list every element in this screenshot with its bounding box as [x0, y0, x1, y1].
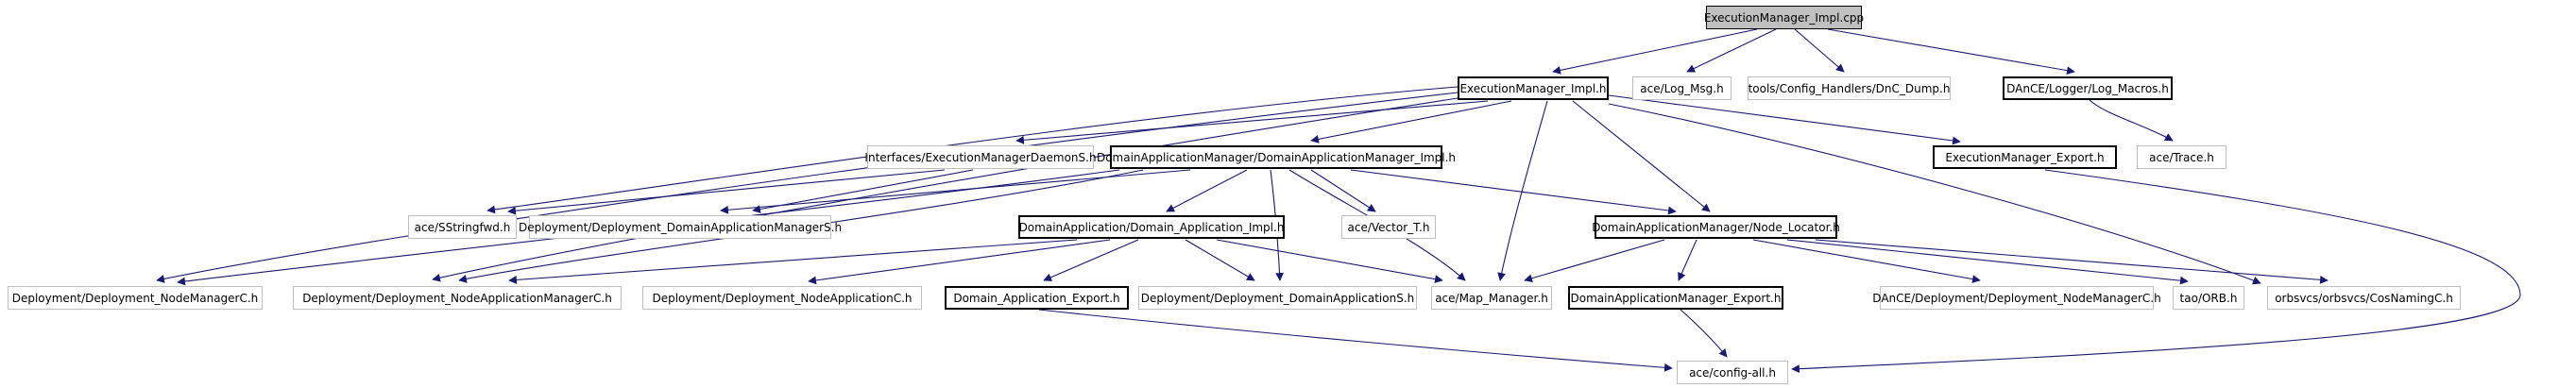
node-orbsvcs-cosnamingc-h[interactable]: orbsvcs/orbsvcs/CosNamingC.h: [2267, 286, 2461, 310]
node-executionmanager-impl-cpp[interactable]: ExecutionManager_Impl.cpp: [1704, 6, 1864, 29]
node-domain-application-impl-h[interactable]: DomainApplication/Domain_Application_Imp…: [1018, 215, 1285, 239]
node-domainapplicationmanager-node-locator-h[interactable]: DomainApplicationManager/Node_Locator.h: [1592, 215, 1840, 239]
node-dance-deployment-nodemanagerc-h[interactable]: DAnCE/Deployment/Deployment_NodeManagerC…: [1872, 286, 2161, 310]
node-ace-sstringfwd-h[interactable]: ace/SStringfwd.h: [408, 215, 517, 239]
node-tao-orb-h[interactable]: tao/ORB.h: [2173, 286, 2244, 310]
node-executionmanager-export-h[interactable]: ExecutionManager_Export.h: [1933, 145, 2117, 169]
node-domain-application-export-h[interactable]: Domain_Application_Export.h: [945, 286, 1129, 310]
node-ace-config-all-h[interactable]: ace/config-all.h: [1677, 361, 1788, 384]
node-deployment-nodemanagerc-h[interactable]: Deployment/Deployment_NodeManagerC.h: [8, 286, 263, 310]
node-dance-logger-log-macros-h[interactable]: DAnCE/Logger/Log_Macros.h: [2003, 76, 2173, 100]
node-deployment-nodeapplicationmanagerc-h[interactable]: Deployment/Deployment_NodeApplicationMan…: [293, 286, 622, 310]
node-domainapplicationmanager-impl-h[interactable]: DomainApplicationManager/DomainApplicati…: [1097, 145, 1456, 169]
node-deployment-domainapplications-h[interactable]: Deployment/Deployment_DomainApplicationS…: [1138, 286, 1417, 310]
node-tools-config-handlers-dnc-dump-h[interactable]: tools/Config_Handlers/DnC_Dump.h: [1748, 76, 1951, 100]
node-interfaces-executionmanagerdaemons-h[interactable]: Interfaces/ExecutionManagerDaemonS.h: [864, 145, 1097, 169]
node-ace-log-msg-h[interactable]: ace/Log_Msg.h: [1632, 76, 1732, 100]
node-deployment-nodeapplicationc-h[interactable]: Deployment/Deployment_NodeApplicationC.h: [642, 286, 922, 310]
node-ace-map-manager-h[interactable]: ace/Map_Manager.h: [1431, 286, 1552, 310]
node-ace-vector-t-h[interactable]: ace/Vector_T.h: [1341, 215, 1436, 239]
node-domainapplicationmanager-export-h[interactable]: DomainApplicationManager_Export.h: [1568, 286, 1783, 310]
node-executionmanager-impl-h[interactable]: ExecutionManager_Impl.h: [1458, 76, 1609, 100]
node-deployment-domainapplicationmanagers-h[interactable]: Deployment/Deployment_DomainApplicationM…: [519, 215, 842, 239]
node-ace-trace-h[interactable]: ace/Trace.h: [2137, 145, 2226, 169]
